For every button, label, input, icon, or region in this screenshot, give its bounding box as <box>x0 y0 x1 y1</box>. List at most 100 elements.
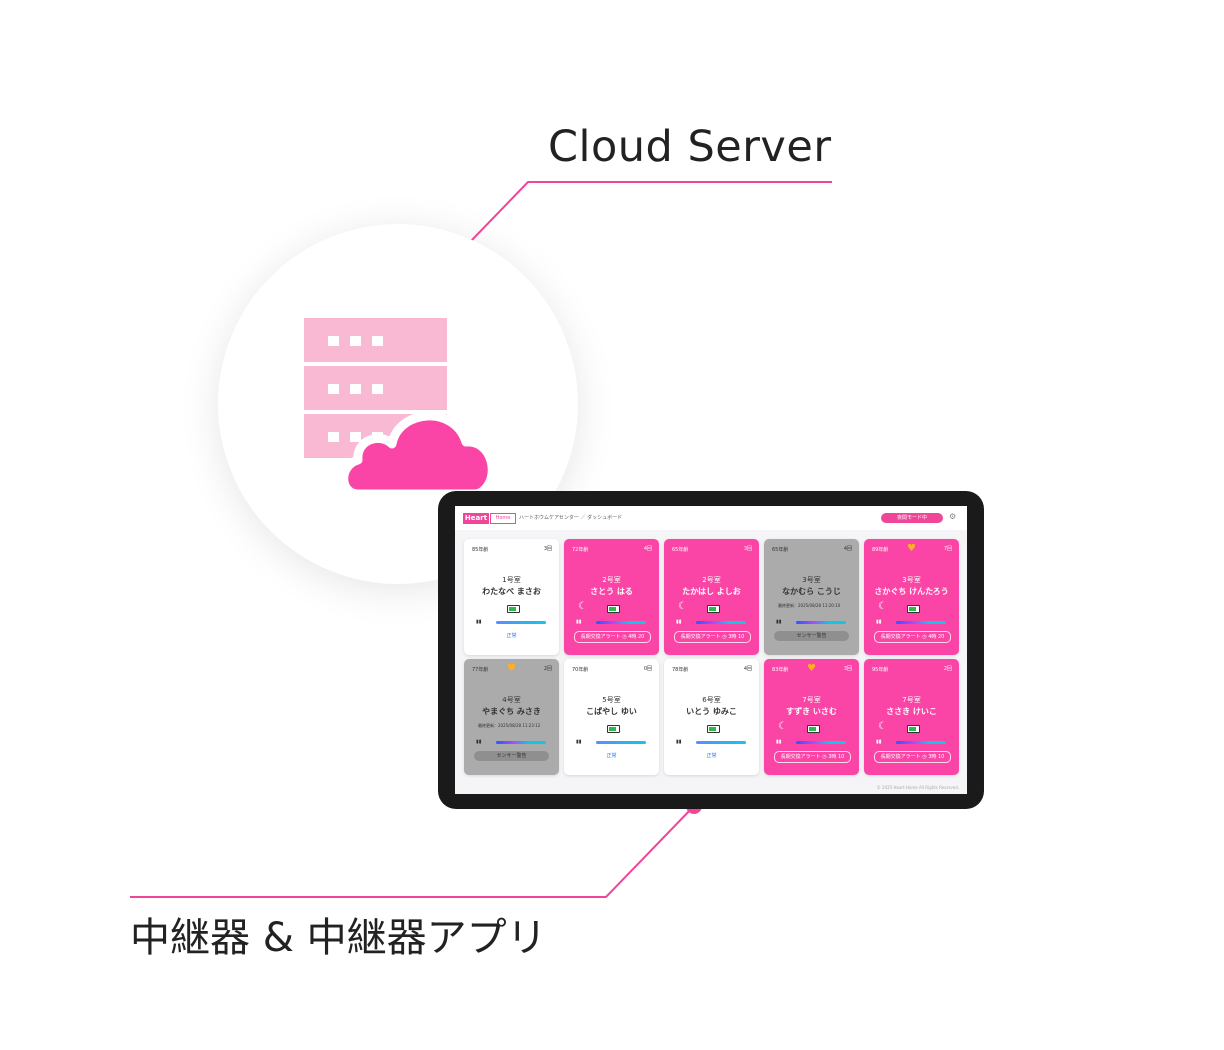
signal-gauge <box>696 621 746 624</box>
heart-warning-icon: ♥ <box>507 663 516 674</box>
clock-icon: ◷ <box>922 634 927 640</box>
alert-count: 3回 <box>743 546 752 552</box>
gear-icon[interactable]: ⚙ <box>949 512 957 521</box>
alert-time: 4時 20 <box>628 634 645 640</box>
battery-icon <box>707 725 720 733</box>
resident-name: なかむら こうじ <box>782 587 841 596</box>
signal-icon: ▮▮ <box>676 619 682 625</box>
resident-name: さとう はる <box>590 587 633 596</box>
cloud-icon <box>339 411 497 499</box>
status-label: 長期交換アラート <box>580 634 621 640</box>
resident-name: わたなべ まさお <box>482 587 541 596</box>
status-badge[interactable]: センサー警告 <box>774 631 849 641</box>
status-badge[interactable]: 長期交換アラート ◷ 3時 10 <box>774 751 851 763</box>
server-rack-unit-1 <box>304 318 447 362</box>
clock-icon: ◷ <box>622 634 627 640</box>
status-label: 正常 <box>506 633 517 639</box>
resident-age: 78年齢 <box>672 667 689 673</box>
status-badge[interactable]: 正常 <box>574 751 649 761</box>
alert-count: 0回 <box>643 666 652 672</box>
signal-gauge <box>596 741 646 744</box>
room-number: 1号室 <box>502 576 521 584</box>
resident-name: やまぐち みさき <box>482 707 541 716</box>
moon-icon: ☾ <box>678 601 687 612</box>
alert-count: 3回 <box>843 666 852 672</box>
cloud-server-label: Cloud Server <box>548 122 832 172</box>
signal-icon: ▮▮ <box>876 739 882 745</box>
server-rack-unit-2 <box>304 366 447 410</box>
last-updated: 最終更新：2025/08/28 11:20:10 <box>778 603 841 608</box>
signal-icon: ▮▮ <box>576 739 582 745</box>
status-badge[interactable]: 長期交換アラート ◷ 4時 20 <box>574 631 651 643</box>
signal-gauge <box>896 621 946 624</box>
heart-warning-icon: ♥ <box>807 663 816 674</box>
dashboard-screen: Heart Home ハートホウムケアセンター ／ ダッシュボード 夜間モード中… <box>455 506 967 794</box>
status-badge[interactable]: 長期交換アラート ◷ 3時 10 <box>874 751 951 763</box>
battery-icon <box>607 725 620 733</box>
resident-age: 95年齢 <box>872 667 889 673</box>
resident-name: すずき いさむ <box>786 707 837 716</box>
signal-gauge <box>796 741 846 744</box>
moon-icon: ☾ <box>878 601 887 612</box>
signal-gauge <box>896 741 946 744</box>
alert-time: 3時 10 <box>928 754 945 760</box>
resident-card[interactable]: 70年齢 0回 5号室こばやし ゆい ▮▮ 正常 <box>564 659 659 775</box>
status-badge[interactable]: 長期交換アラート ◷ 3時 10 <box>674 631 751 643</box>
alert-count: 4回 <box>643 546 652 552</box>
room-number: 5号室 <box>602 696 621 704</box>
battery-icon <box>607 605 620 613</box>
room-number: 4号室 <box>502 696 521 704</box>
heart-logo: Heart <box>463 513 489 524</box>
status-label: 長期交換アラート <box>780 754 821 760</box>
clock-icon: ◷ <box>722 634 727 640</box>
room-number: 6号室 <box>702 696 721 704</box>
status-badge[interactable]: 正常 <box>674 751 749 761</box>
resident-name: いとう ゆみこ <box>686 707 737 716</box>
night-mode-button[interactable]: 夜間モード中 <box>881 513 943 523</box>
signal-icon: ▮▮ <box>876 619 882 625</box>
signal-gauge <box>496 621 546 624</box>
alert-count: 7回 <box>943 546 952 552</box>
signal-icon: ▮▮ <box>776 619 782 625</box>
clock-icon: ◷ <box>922 754 927 760</box>
tablet-device: Heart Home ハートホウムケアセンター ／ ダッシュボード 夜間モード中… <box>438 491 984 809</box>
status-badge[interactable]: センサー警告 <box>474 751 549 761</box>
relay-connector-line <box>130 805 695 898</box>
status-badge[interactable]: 長期交換アラート ◷ 4時 20 <box>874 631 951 643</box>
status-label: 正常 <box>606 753 617 759</box>
room-number: 7号室 <box>802 696 821 704</box>
dashboard-header: Heart Home ハートホウムケアセンター ／ ダッシュボード 夜間モード中… <box>455 506 967 530</box>
resident-age: 70年齢 <box>572 667 589 673</box>
battery-icon <box>907 725 920 733</box>
battery-icon <box>907 605 920 613</box>
dashboard-footer: © 2025 Heart Home All Rights Reserved. <box>876 785 959 790</box>
status-badge[interactable]: 正常 <box>474 631 549 641</box>
room-number: 2号室 <box>702 576 721 584</box>
status-label: 長期交換アラート <box>680 634 721 640</box>
alert-count: 4回 <box>743 666 752 672</box>
heart-warning-icon: ♥ <box>907 543 916 554</box>
resident-age: 72年齢 <box>572 547 589 553</box>
resident-name: たかはし よしお <box>682 587 741 596</box>
alert-time: 3時 10 <box>728 634 745 640</box>
battery-icon <box>507 605 520 613</box>
breadcrumb: ハートホウムケアセンター ／ ダッシュボード <box>519 515 623 521</box>
resident-name: こばやし ゆい <box>586 707 637 716</box>
alert-count: 3回 <box>543 546 552 552</box>
status-label: センサー警告 <box>496 753 527 759</box>
home-logo: Home <box>490 513 516 524</box>
status-label: 長期交換アラート <box>880 634 921 640</box>
room-number: 7号室 <box>902 696 921 704</box>
battery-icon <box>807 725 820 733</box>
room-number: 3号室 <box>802 576 821 584</box>
